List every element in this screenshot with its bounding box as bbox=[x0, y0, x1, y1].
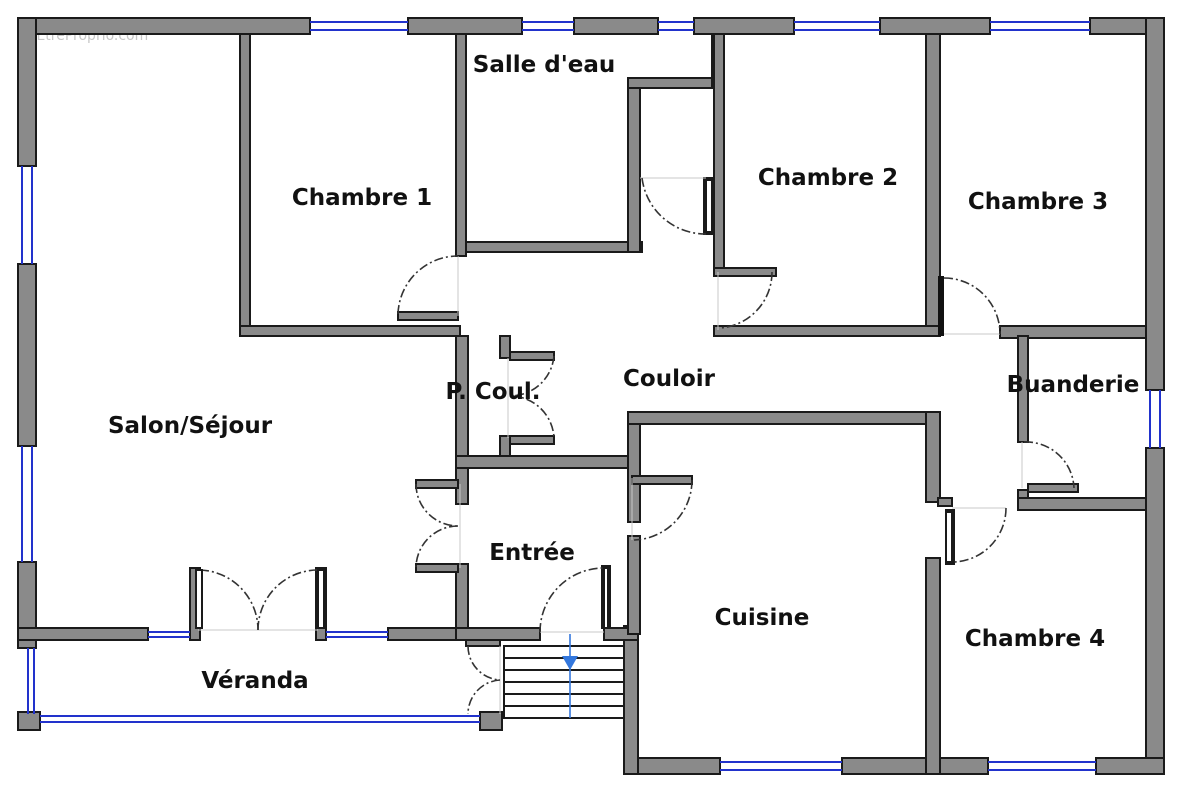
room-label-p-coul: P. Coul. bbox=[445, 379, 540, 405]
walls bbox=[17, 17, 1165, 775]
room-label-salle-d-eau: Salle d'eau bbox=[473, 52, 615, 78]
room-label-chambre-4: Chambre 4 bbox=[965, 626, 1105, 652]
doors bbox=[195, 177, 1075, 715]
room-labels: Chambre 1 Salle d'eau Chambre 2 Chambre … bbox=[108, 52, 1139, 694]
room-label-salon-sejour: Salon/Séjour bbox=[108, 413, 273, 439]
windows bbox=[21, 21, 1161, 771]
stairs bbox=[503, 634, 625, 719]
room-label-buanderie: Buanderie bbox=[1007, 372, 1140, 398]
room-label-couloir: Couloir bbox=[623, 366, 716, 392]
room-label-chambre-3: Chambre 3 bbox=[968, 189, 1108, 215]
room-label-chambre-1: Chambre 1 bbox=[292, 185, 432, 211]
room-label-veranda: Véranda bbox=[201, 668, 308, 694]
room-label-entree: Entrée bbox=[489, 540, 575, 566]
room-label-chambre-2: Chambre 2 bbox=[758, 165, 898, 191]
room-label-cuisine: Cuisine bbox=[715, 605, 810, 631]
